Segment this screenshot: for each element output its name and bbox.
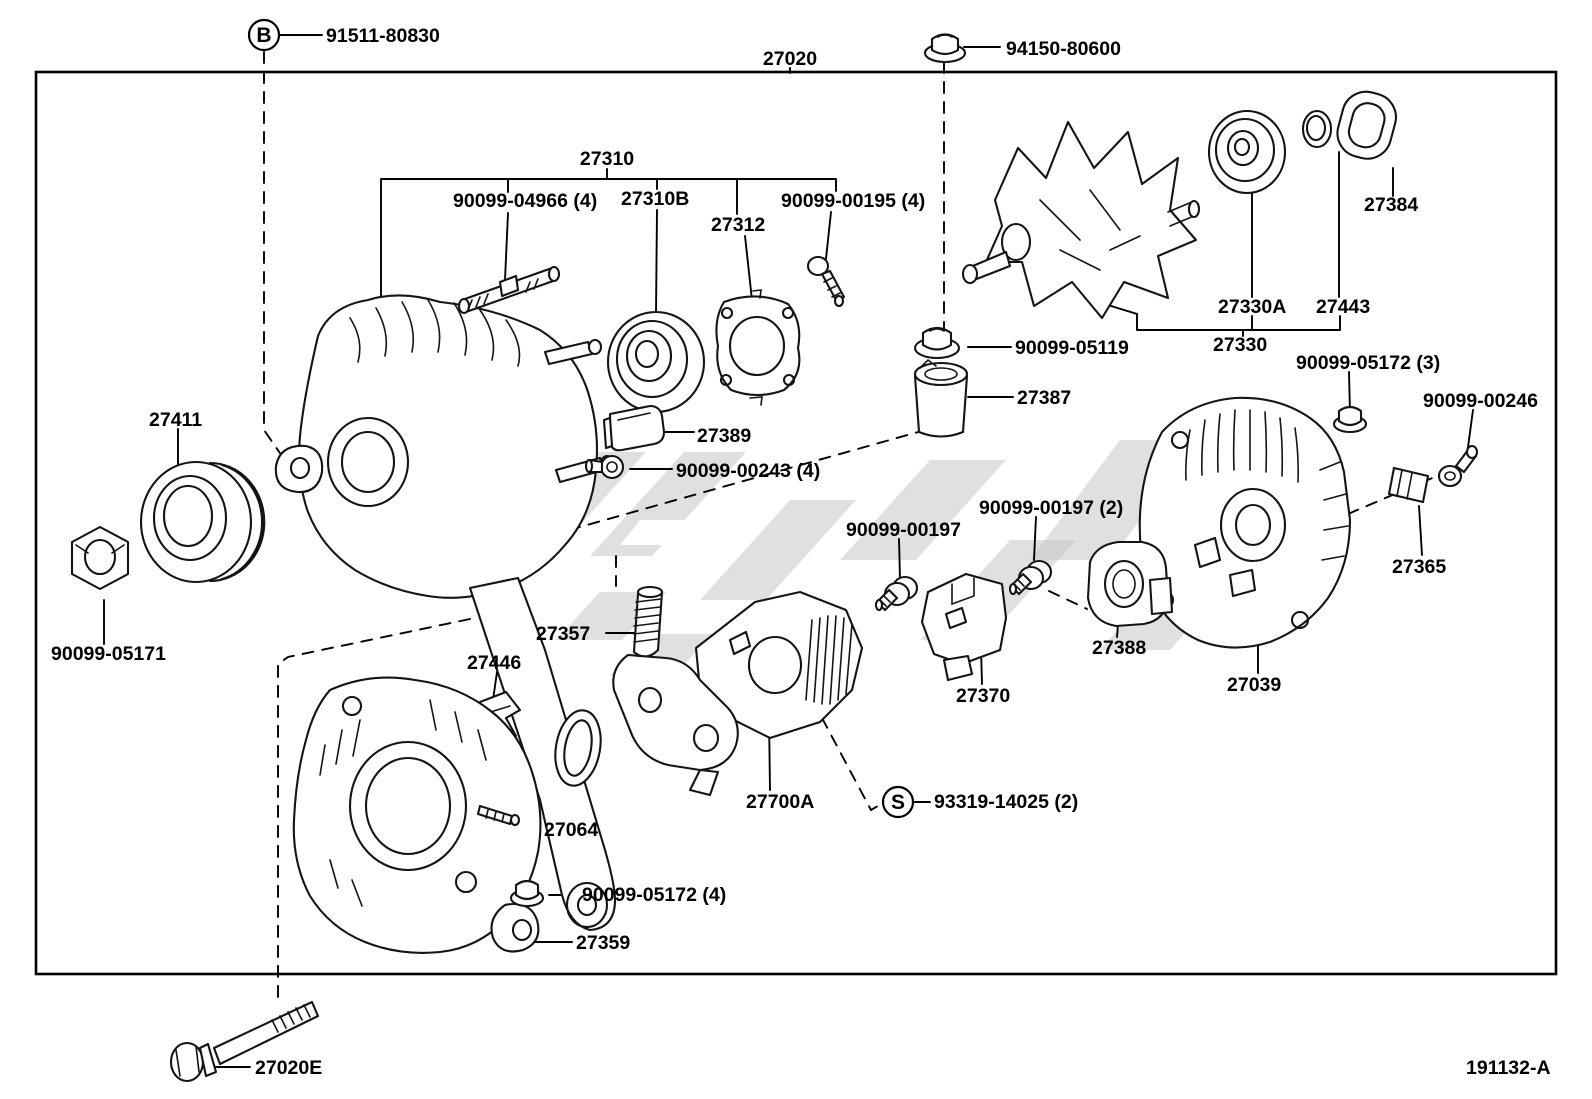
part-label-90099-05171: 90099-05171 (51, 643, 166, 665)
part-label-90099-00197: 90099-00197 (846, 519, 961, 541)
diagram-border (34, 70, 1558, 976)
rotor-27330-drawing (961, 120, 1201, 320)
brush-holder-27388-drawing (1086, 540, 1174, 628)
screw-00197-drawing (874, 575, 919, 612)
rear-bracket-27039-drawing (1138, 396, 1352, 649)
part-label-27370: 27370 (956, 685, 1010, 707)
part-label-27387: 27387 (1017, 387, 1071, 409)
part-label-90099-05172-4: 90099-05172 (4) (582, 884, 726, 906)
regulator-27370-drawing (920, 572, 1008, 682)
flange-nut-05172-3-drawing (1332, 405, 1368, 434)
part-label-93319-14025: 93319-14025 (2) (934, 791, 1078, 813)
callout-b: B (247, 18, 281, 52)
part-label-27310B: 27310B (621, 188, 689, 210)
flange-nut-94150-drawing (923, 33, 967, 64)
part-label-27359: 27359 (576, 932, 630, 954)
part-label-90099-00197-2: 90099-00197 (2) (979, 497, 1123, 519)
part-label-27384: 27384 (1364, 194, 1418, 216)
part-label-27700A: 27700A (746, 791, 814, 813)
part-label-27411: 27411 (149, 409, 202, 431)
callout-s: S (881, 785, 915, 819)
screw-00197-2-drawing (1008, 559, 1053, 596)
rear-cover-27359-drawing (292, 676, 542, 954)
part-label-27388: 27388 (1092, 637, 1146, 659)
terminal-27357-drawing (612, 585, 739, 797)
flange-nut-05119-drawing (913, 326, 961, 360)
collar-27310B-drawing (606, 310, 706, 414)
stud-04966-drawing (457, 265, 561, 315)
bolt-00246-drawing (1437, 444, 1479, 488)
pulley-27411-drawing (139, 460, 266, 584)
svg-text:S: S (891, 791, 905, 814)
part-label-27064: 27064 (544, 819, 598, 841)
oring-27443-drawing (1301, 109, 1333, 149)
grommet-27384-drawing (1336, 90, 1397, 160)
part-label-27310: 27310 (580, 148, 634, 170)
part-label-90099-05172-3: 90099-05172 (3) (1296, 352, 1440, 374)
part-label-27312: 27312 (711, 214, 765, 236)
insulator-27387-drawing (913, 358, 969, 438)
gasket-27064-drawing (554, 709, 602, 787)
part-label-91511-80830: 91511-80830 (326, 25, 440, 47)
part-label-90099-00243: 90099-00243 (4) (676, 460, 820, 482)
part-label-90099-00195: 90099-00195 (4) (781, 190, 925, 212)
part-label-27357: 27357 (536, 623, 590, 645)
part-label-27443: 27443 (1316, 296, 1370, 318)
rectifier-27700A-drawing (694, 590, 864, 740)
bushing-27365-drawing (1387, 466, 1430, 504)
bolt-00195-drawing (806, 255, 846, 308)
part-labels-layer: 91511-80830 27020 94150-80600 27310 90099-04… (51, 18, 1538, 1079)
part-label-94150-80600: 94150-80600 (1006, 38, 1121, 60)
part-label-27020E: 27020E (255, 1057, 322, 1079)
part-label-27039: 27039 (1227, 674, 1281, 696)
part-label-27446: 27446 (467, 652, 521, 674)
part-label-27365: 27365 (1392, 556, 1446, 578)
flange-nut-05172-4-drawing (509, 879, 545, 908)
screw-00243-drawing (584, 454, 625, 480)
through-bolt-27020E-drawing (169, 1000, 320, 1083)
part-label-90099-04966: 90099-04966 (4) (453, 190, 597, 212)
part-label-27330: 27330 (1213, 334, 1267, 356)
part-label-90099-00246: 90099-00246 (1423, 390, 1538, 412)
part-label-27389: 27389 (697, 425, 751, 447)
hex-nut-05171-drawing (70, 525, 130, 591)
part-label-27330A: 27330A (1218, 296, 1286, 318)
part-label-90099-05119: 90099-05119 (1015, 337, 1129, 359)
part-label-27020: 27020 (763, 48, 817, 70)
cover-27389-drawing (602, 404, 666, 452)
svg-text:B: B (256, 24, 271, 47)
bearing-27330A-drawing (1207, 109, 1287, 195)
retainer-27312-drawing (715, 289, 801, 406)
drawing-number: 191132-A (1466, 1057, 1551, 1079)
